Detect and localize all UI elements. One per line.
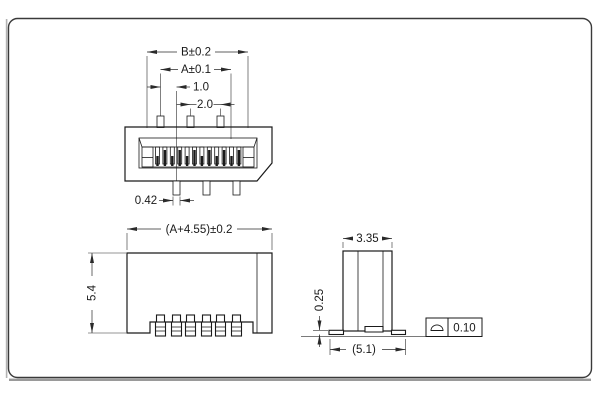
dim-b: B±0.2 — [147, 47, 248, 59]
side-foot-right — [390, 329, 407, 336]
top-view: B±0.2 A±0.1 1.0 2.0 — [124, 47, 273, 207]
side-foot-left — [328, 329, 345, 336]
dim-a: A±0.1 — [160, 64, 231, 76]
top-view-extension-lines — [146, 56, 249, 206]
dim-tab-width: 0.42 — [135, 195, 194, 207]
frame-border — [7, 17, 593, 379]
dim-tab-width-label: 0.42 — [135, 195, 157, 207]
side-view-inner-lines — [357, 251, 384, 331]
dim-row-offset: 1.0 — [147, 82, 209, 94]
bottom-pins — [172, 180, 241, 196]
side-view-extension-lines — [313, 242, 406, 355]
front-view: (A+4.55)±0.2 5.4 — [87, 224, 273, 337]
page-edge-left — [5, 19, 8, 378]
front-view-feet — [154, 314, 243, 337]
dim-row-offset-label: 1.0 — [193, 82, 209, 94]
dim-front-height: 5.4 — [87, 253, 99, 333]
callout-frame — [425, 317, 483, 337]
profile-tolerance-callout: 0.10 — [425, 317, 483, 337]
page-edge-bottom — [9, 378, 591, 381]
dim-front-width: (A+4.55)±0.2 — [127, 224, 272, 236]
front-view-body-outline — [126, 252, 273, 334]
top-view-cavity — [138, 137, 258, 169]
dim-side-width-label: 3.35 — [356, 233, 378, 245]
foot — [230, 314, 243, 337]
side-view-bottom-notch — [364, 325, 384, 333]
dim-pitch-label: 2.0 — [197, 99, 213, 111]
side-view: 3.35 0.25 (5.1) — [301, 233, 426, 356]
dim-front-width-label: (A+4.55)±0.2 — [166, 224, 233, 236]
foot — [214, 314, 227, 337]
callout-tolerance-value: 0.10 — [453, 322, 475, 334]
foot — [200, 314, 213, 337]
dim-foot-thickness: 0.25 — [314, 289, 326, 347]
foot — [184, 314, 197, 337]
top-view-contact-tips — [156, 150, 241, 166]
dim-foot-thickness-label: 0.25 — [314, 289, 326, 311]
surface-profile-icon — [430, 324, 444, 331]
dim-side-overall-label: (5.1) — [352, 344, 376, 356]
dim-front-height-label: 5.4 — [87, 284, 99, 301]
dim-side-overall: (5.1) — [330, 344, 406, 356]
dim-side-width: 3.35 — [343, 233, 392, 245]
dim-pitch: 2.0 — [176, 99, 235, 111]
foot — [170, 314, 183, 337]
dim-b-label: B±0.2 — [181, 47, 211, 59]
foot — [154, 314, 167, 337]
front-view-extension-lines — [88, 233, 273, 334]
top-view-body-outline — [124, 126, 273, 182]
dim-a-label: A±0.1 — [181, 64, 211, 76]
